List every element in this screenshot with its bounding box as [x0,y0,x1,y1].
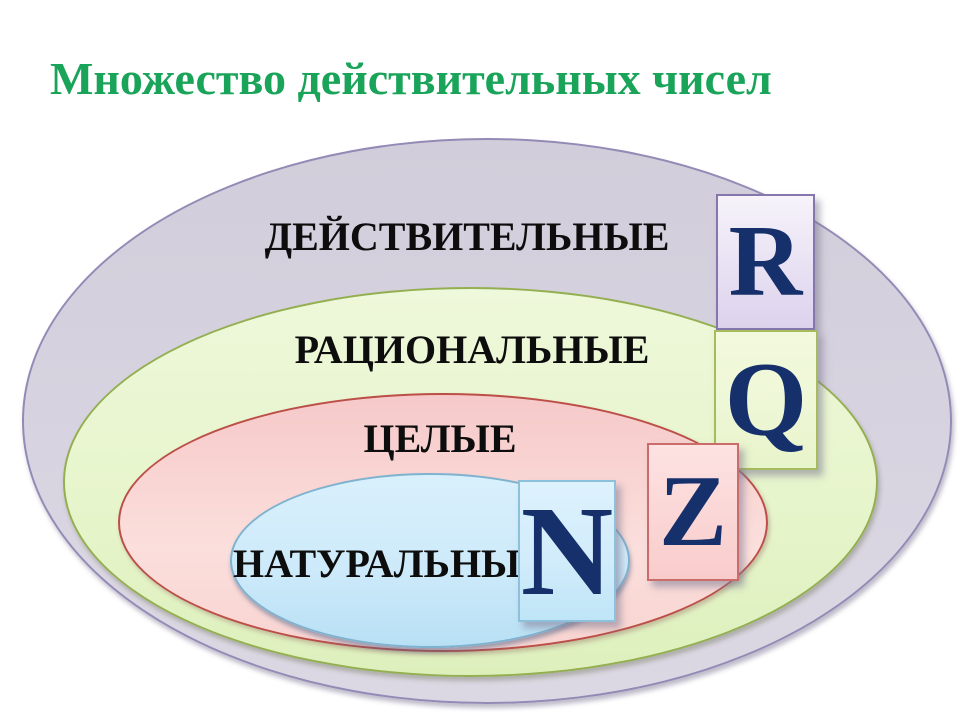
symbol-letter-Q: Q [724,341,808,458]
slide-title: Множество действительных чисел [50,53,772,104]
label-real-numbers: ДЕЙСТВИТЕЛЬНЫЕ [264,214,670,259]
symbol-letter-Z: Z [658,455,728,568]
symbol-letter-N: N [520,480,614,622]
symbol-box-real-R: R [716,194,815,330]
label-integer-numbers: ЦЕЛЫЕ [363,416,517,461]
label-rational-numbers: РАЦИОНАЛЬНЫЕ [294,327,650,372]
symbol-box-natural-N: N [518,480,616,622]
symbol-letter-R: R [728,205,803,318]
symbol-box-integer-Z: Z [647,443,739,581]
label-natural-numbers: НАТУРАЛЬНЫЕ [232,541,548,586]
